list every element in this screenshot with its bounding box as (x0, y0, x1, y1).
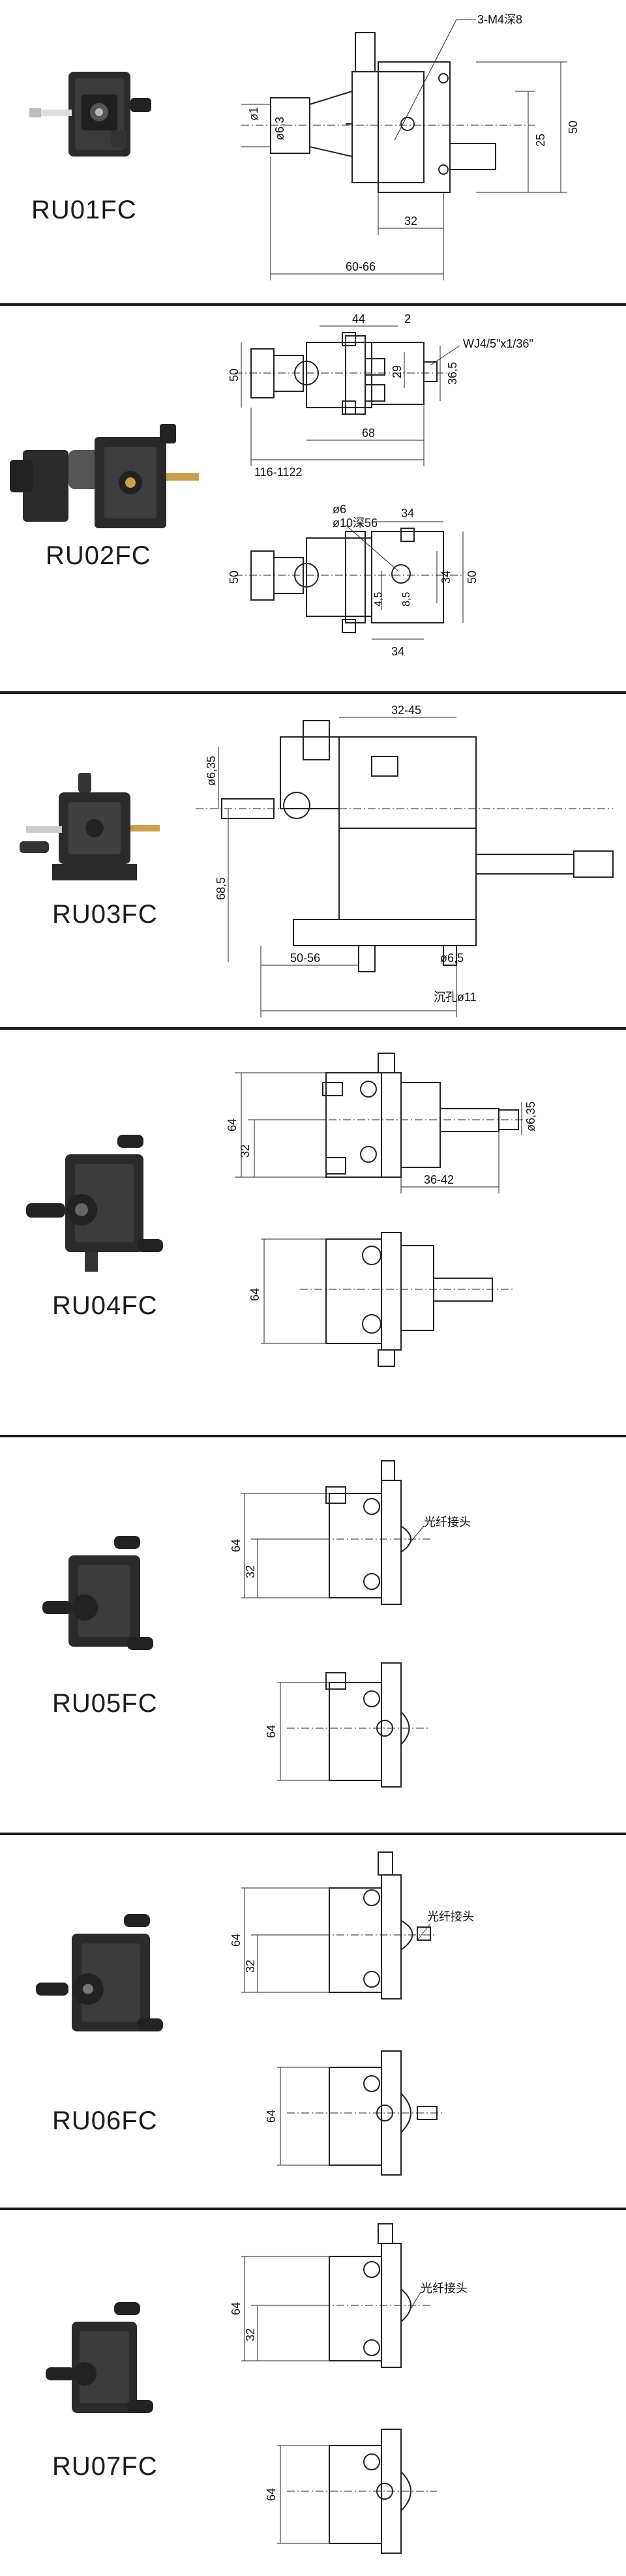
dim-h1: 25 (534, 134, 547, 147)
technical-drawing: 光纤接头 64 32 64 (230, 1851, 474, 2176)
dim-b-4-5: 4,5 (373, 592, 384, 607)
product-section-ru06fc: RU06FC (0, 1836, 626, 2208)
product-photo (10, 424, 199, 528)
dim-knob: ø6,35 (524, 1101, 537, 1131)
model-label: RU03FC (52, 900, 158, 929)
dim-top-44: 44 (352, 312, 365, 325)
dim-d: ø6,5 (440, 951, 464, 965)
dim-knob: ø6,35 (205, 756, 218, 786)
dim-w1: 32 (404, 215, 417, 228)
dim-h-32: 32 (244, 1565, 257, 1578)
dim-b-64: 64 (248, 1288, 261, 1301)
model-label: RU07FC (52, 2452, 158, 2481)
dim-b-64: 64 (265, 2110, 278, 2123)
technical-drawing: 3-M4深8 ø1 ø6,3 25 50 32 60-66 (241, 13, 580, 280)
dim-h: 68,5 (215, 877, 228, 900)
model-label: RU04FC (52, 1291, 158, 1320)
dim-fiber: 光纤接头 (424, 1516, 471, 1529)
section-divider (0, 1027, 626, 1030)
product-photo (20, 773, 160, 880)
dim-shaft: ø1 (247, 107, 260, 121)
model-label: RU01FC (31, 196, 137, 224)
model-label: RU06FC (52, 2106, 158, 2135)
dim-b-64: 64 (265, 1725, 278, 1738)
product-photo (29, 72, 151, 157)
dim-c: 沉孔ø11 (434, 991, 477, 1004)
dim-b-50: 50 (228, 571, 241, 584)
dim-b-50-right: 50 (466, 571, 479, 584)
product-photo (26, 1135, 163, 1272)
product-section-ru07fc: RU07FC 光纤接头 64 (0, 2211, 626, 2576)
dim-holes: 3-M4深8 (477, 13, 522, 26)
dim-top: 32-45 (391, 704, 421, 717)
dim-w: 50-56 (290, 951, 320, 965)
section-divider (0, 1833, 626, 1835)
dim-w-68: 68 (362, 427, 375, 440)
section-divider (0, 2208, 626, 2210)
model-label: RU05FC (52, 1689, 158, 1718)
technical-drawing: 44 2 WJ4/5"x1/36" 50 29 36,5 68 116-1122… (228, 312, 533, 658)
product-section-ru01fc: RU01FC (0, 0, 626, 303)
dim-w-116: 116-1122 (254, 466, 302, 479)
dim-h-36-5: 36,5 (446, 362, 459, 385)
dim-thread: WJ4/5"x1/36" (463, 337, 533, 350)
dim-fiber: 光纤接头 (421, 2282, 468, 2295)
dim-d6: ø6 (333, 503, 346, 516)
dim-d10: ø10深56 (333, 517, 378, 530)
dim-h-64: 64 (230, 1934, 243, 1947)
dim-b-64: 64 (265, 2488, 278, 2501)
dim-h-32: 32 (244, 1960, 257, 1973)
technical-drawing: 64 32 ø6,35 36-42 64 (226, 1053, 537, 1367)
product-photo (42, 1536, 153, 1650)
dim-b-34: 34 (440, 571, 453, 584)
section-divider (0, 1435, 626, 1437)
dim-h-32: 32 (239, 1145, 252, 1158)
product-photo (36, 1914, 163, 2031)
product-section-ru03fc: RU03FC 32-45 ø6,35 68,5 50-56 (0, 695, 626, 1027)
dim-b-34b: 34 (391, 645, 404, 658)
product-photo (46, 2302, 153, 2413)
section-divider (0, 303, 626, 306)
dim-top-2: 2 (404, 312, 411, 325)
technical-drawing: 光纤接头 64 32 64 (230, 1460, 471, 1788)
dim-fiber: 光纤接头 (427, 1910, 474, 1923)
dim-b-8-5: 8,5 (401, 592, 412, 607)
dim-h-64: 64 (226, 1118, 239, 1131)
section-divider (0, 691, 626, 694)
technical-drawing: 32-45 ø6,35 68,5 50-56 ø6,5 沉孔ø11 (196, 704, 614, 1017)
dim-h-64: 64 (230, 2302, 243, 2315)
dim-w: 36-42 (424, 1173, 454, 1186)
dim-h2: 50 (567, 121, 580, 134)
product-section-ru02fc: RU02FC (0, 307, 626, 691)
model-label: RU02FC (46, 541, 151, 570)
dim-knob: ø6,3 (273, 117, 286, 140)
dim-h-29: 29 (391, 365, 404, 378)
dim-h-64: 64 (230, 1539, 243, 1552)
dim-h-32: 32 (244, 2328, 257, 2341)
dim-h-50: 50 (228, 368, 241, 382)
dim-w2: 60-66 (346, 260, 376, 273)
dim-w-34a: 34 (401, 507, 414, 520)
technical-drawing: 光纤接头 64 32 64 (230, 2223, 468, 2554)
product-section-ru04fc: RU04FC (0, 1030, 626, 1435)
product-section-ru05fc: RU05FC (0, 1438, 626, 1833)
